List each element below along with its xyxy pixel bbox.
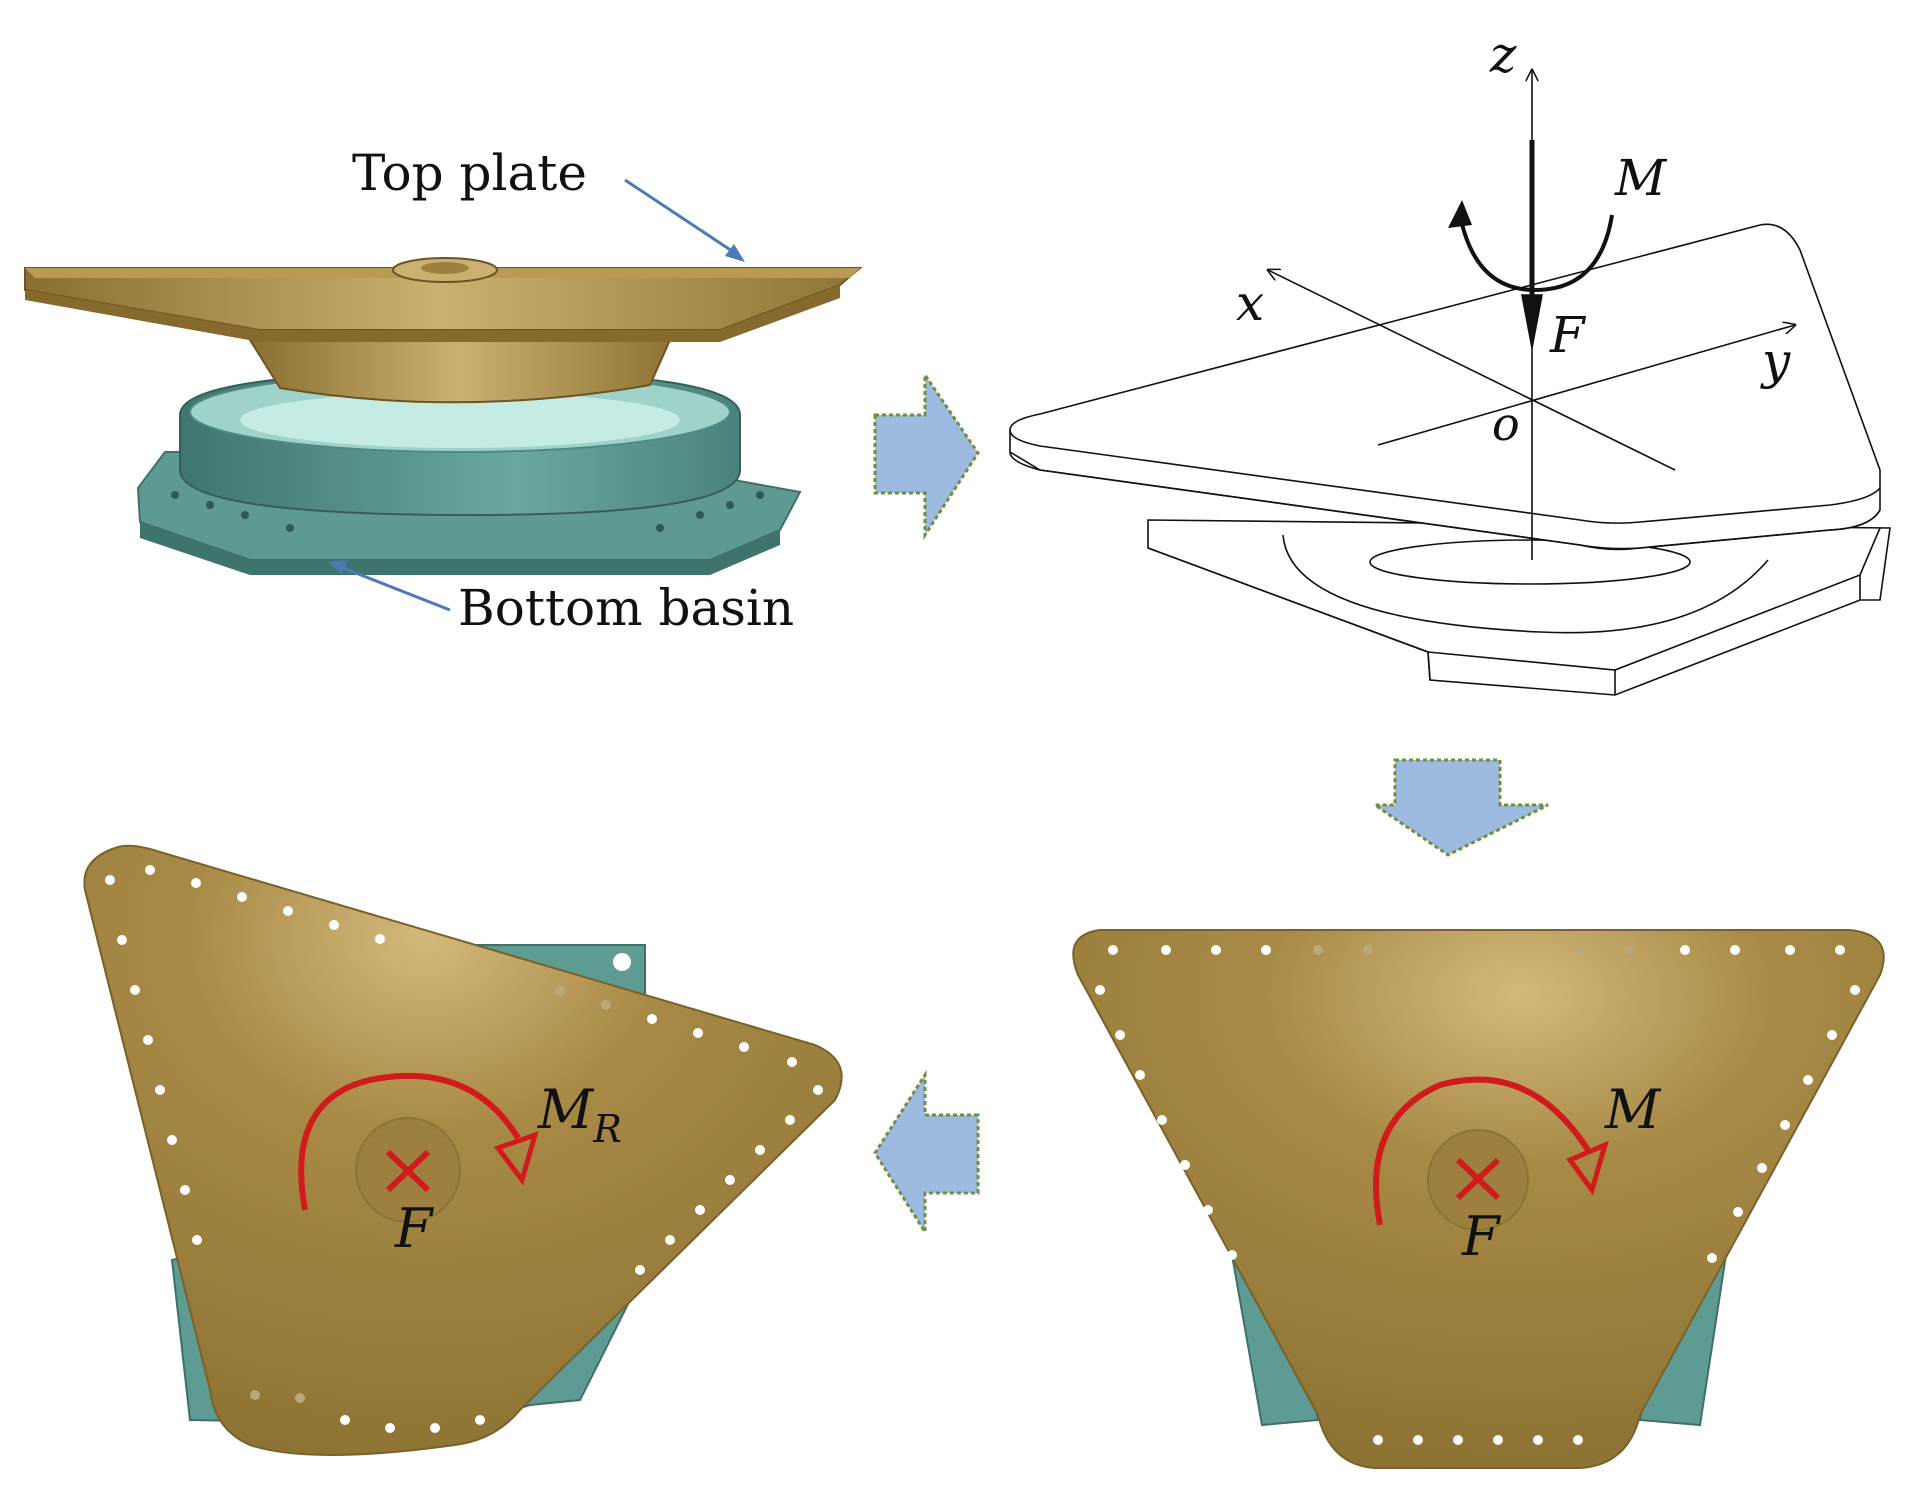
bottom-basin-label: Bottom basin	[458, 579, 794, 637]
top-plate-leader	[624, 178, 739, 257]
top-plate-cone	[248, 339, 672, 404]
rotated-moment-label: MR	[537, 1078, 622, 1151]
schematic-upper-plate	[1009, 223, 1881, 550]
rotated-plate	[83, 844, 843, 1456]
rotated-moment-main: M	[537, 1078, 595, 1141]
origin-label: o	[1492, 397, 1520, 451]
axis-y-label: y	[1760, 332, 1791, 390]
plan-moment-arc	[1373, 1076, 1591, 1226]
rotated-bolt-holes	[105, 865, 823, 1433]
axis-z-label: z	[1489, 26, 1517, 84]
plan-moment-arrowhead	[1566, 1140, 1609, 1196]
force-label-schematic: F	[1549, 306, 1587, 364]
arrow-right-icon	[873, 370, 980, 541]
force-arrowhead	[1521, 294, 1543, 349]
arrow-left-icon	[873, 1069, 980, 1238]
moment-label-schematic: M	[1614, 149, 1668, 207]
rotated-moment-subscript: R	[592, 1107, 622, 1151]
schematic-lower-plate	[1147, 519, 1891, 696]
axis-x-label: x	[1236, 274, 1264, 332]
bottom-basin-leader	[337, 564, 451, 612]
rotated-force-cross	[385, 1149, 431, 1193]
moment-arc	[1458, 214, 1614, 293]
axis-x-line	[1268, 270, 1676, 471]
plan-force-label: F	[1461, 1205, 1502, 1268]
arrow-down-icon	[1370, 758, 1549, 857]
top-plate-label: Top plate	[352, 144, 587, 202]
moment-arrowhead	[1448, 200, 1472, 228]
schematic-panel	[1009, 70, 1891, 696]
rotated-force-label: F	[394, 1197, 435, 1260]
rotated-moment-arrowhead	[493, 1131, 539, 1186]
plan-bolt-holes	[1095, 945, 1860, 1445]
model-3d-panel: Top plate Bottom basin	[24, 144, 863, 637]
plan-view-panel	[1072, 929, 1885, 1469]
plan-moment-label: M	[1604, 1078, 1662, 1141]
plan-force-cross	[1455, 1157, 1501, 1201]
axis-y-line	[1377, 325, 1795, 446]
rotated-moment-arc	[298, 1072, 521, 1211]
rotated-view-panel	[83, 844, 843, 1456]
